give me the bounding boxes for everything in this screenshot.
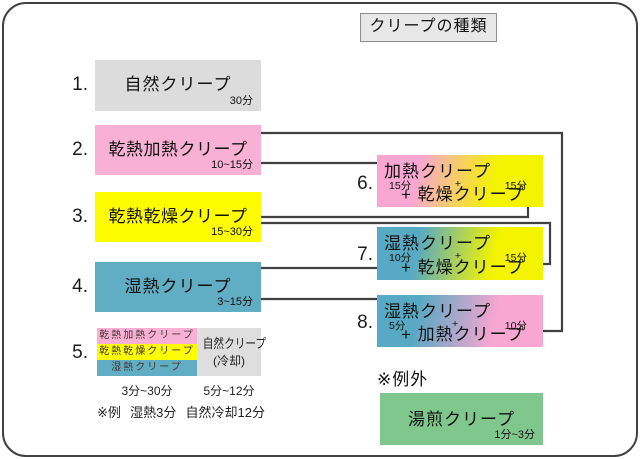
example-cool: 自然冷却12分 [185,405,265,420]
box-label: 乾熱加熱クリープ [108,140,248,159]
box-natural-creep: 自然クリープ 30分 [95,60,261,111]
combo-line2: + 加熱クリープ [401,325,525,344]
combo-line2: + 乾燥クリープ [401,185,525,204]
combo-line1: 加熱クリープ [384,162,491,181]
combo-time2: 15分 [504,252,527,264]
combo-time2: 10分 [504,320,527,332]
example-mark: ※例 [97,405,121,420]
wire-box2-to-box8 [261,131,564,333]
combo-line2: + 乾燥クリープ [401,258,525,277]
combo-plus: + [454,250,462,262]
box-dry-heat-heating-creep: 乾熱加熱クリープ 10~15分 [95,125,261,175]
stack-row-dry-heat-drying: 乾熱乾燥クリープ [97,344,197,360]
wire-box3-to-box7 [261,221,552,266]
combo-times: 5分 + 10分 [389,318,527,333]
item-number-6: 6. [357,173,373,194]
combo-time2: 15分 [504,180,527,192]
item-number-1: 1. [72,74,88,95]
example-moist: 湿熱3分 [130,405,177,420]
item-number-7: 7. [357,244,373,265]
combo-line1: 湿熱クリープ [384,234,491,253]
combo-time1: 5分 [389,320,406,332]
combo-times: 10分 + 15分 [389,250,527,265]
box-moist-plus-heating-creep: 湿熱クリープ 5分 + 10分 + 加熱クリープ [377,295,543,347]
box-time: 30分 [229,95,253,107]
combo-time1: 15分 [389,180,412,192]
cooling-label-line2: (冷却) [213,354,245,368]
item-number-3: 3. [72,206,88,227]
wire-box3-to-box6 [261,206,530,219]
item-number-5: 5. [72,342,88,363]
example-row: ※例 湿熱3分 自然冷却12分 [97,402,265,421]
stack-row-moist-heat: 湿熱クリープ [97,360,197,376]
combo-line1: 湿熱クリープ [384,302,491,321]
box-time: 1分~3分 [494,429,535,441]
box-time: 15~30分 [211,226,253,238]
box-label: 湯煎クリープ [408,410,515,429]
combo-plus: + [454,178,462,190]
box-hot-water-bath-creep: 湯煎クリープ 1分~3分 [380,393,543,445]
cooling-label-line1: 自然クリープ [202,336,267,351]
cooling-time: 5分~12分 [203,384,255,398]
stack-time: 3分~30分 [121,384,173,398]
item-number-4: 4. [72,276,88,297]
box-moist-plus-drying-creep: 湿熱クリープ 10分 + 15分 + 乾燥クリープ [377,227,543,280]
box-heating-plus-drying-creep: 加熱クリープ 15分 + 15分 + 乾燥クリープ [377,155,543,207]
box-moist-heat-creep: 湿熱クリープ 3~15分 [95,262,261,312]
box-time: 3~15分 [217,296,253,308]
box-label: 乾熱乾燥クリープ [108,207,248,226]
box-time: 10~15分 [211,159,253,171]
box-label: 自然クリープ [124,75,232,94]
box-natural-creep-cooling: 自然クリープ (冷却) [197,328,267,376]
combo-times: 15分 + 15分 [389,178,527,193]
box-dry-heat-drying-creep: 乾熱乾燥クリープ 15~30分 [95,192,261,242]
box-label: 湿熱クリープ [124,277,232,296]
combo-plus: + [452,318,459,330]
exception-label: ※例外 [377,370,429,389]
item-number-2: 2. [72,139,88,160]
combo-time1: 10分 [389,252,412,264]
diagram-title: クリープの種類 [360,13,497,42]
item-number-8: 8. [357,312,373,333]
stack-row-dry-heat-heating: 乾熱加熱クリープ [97,328,197,344]
